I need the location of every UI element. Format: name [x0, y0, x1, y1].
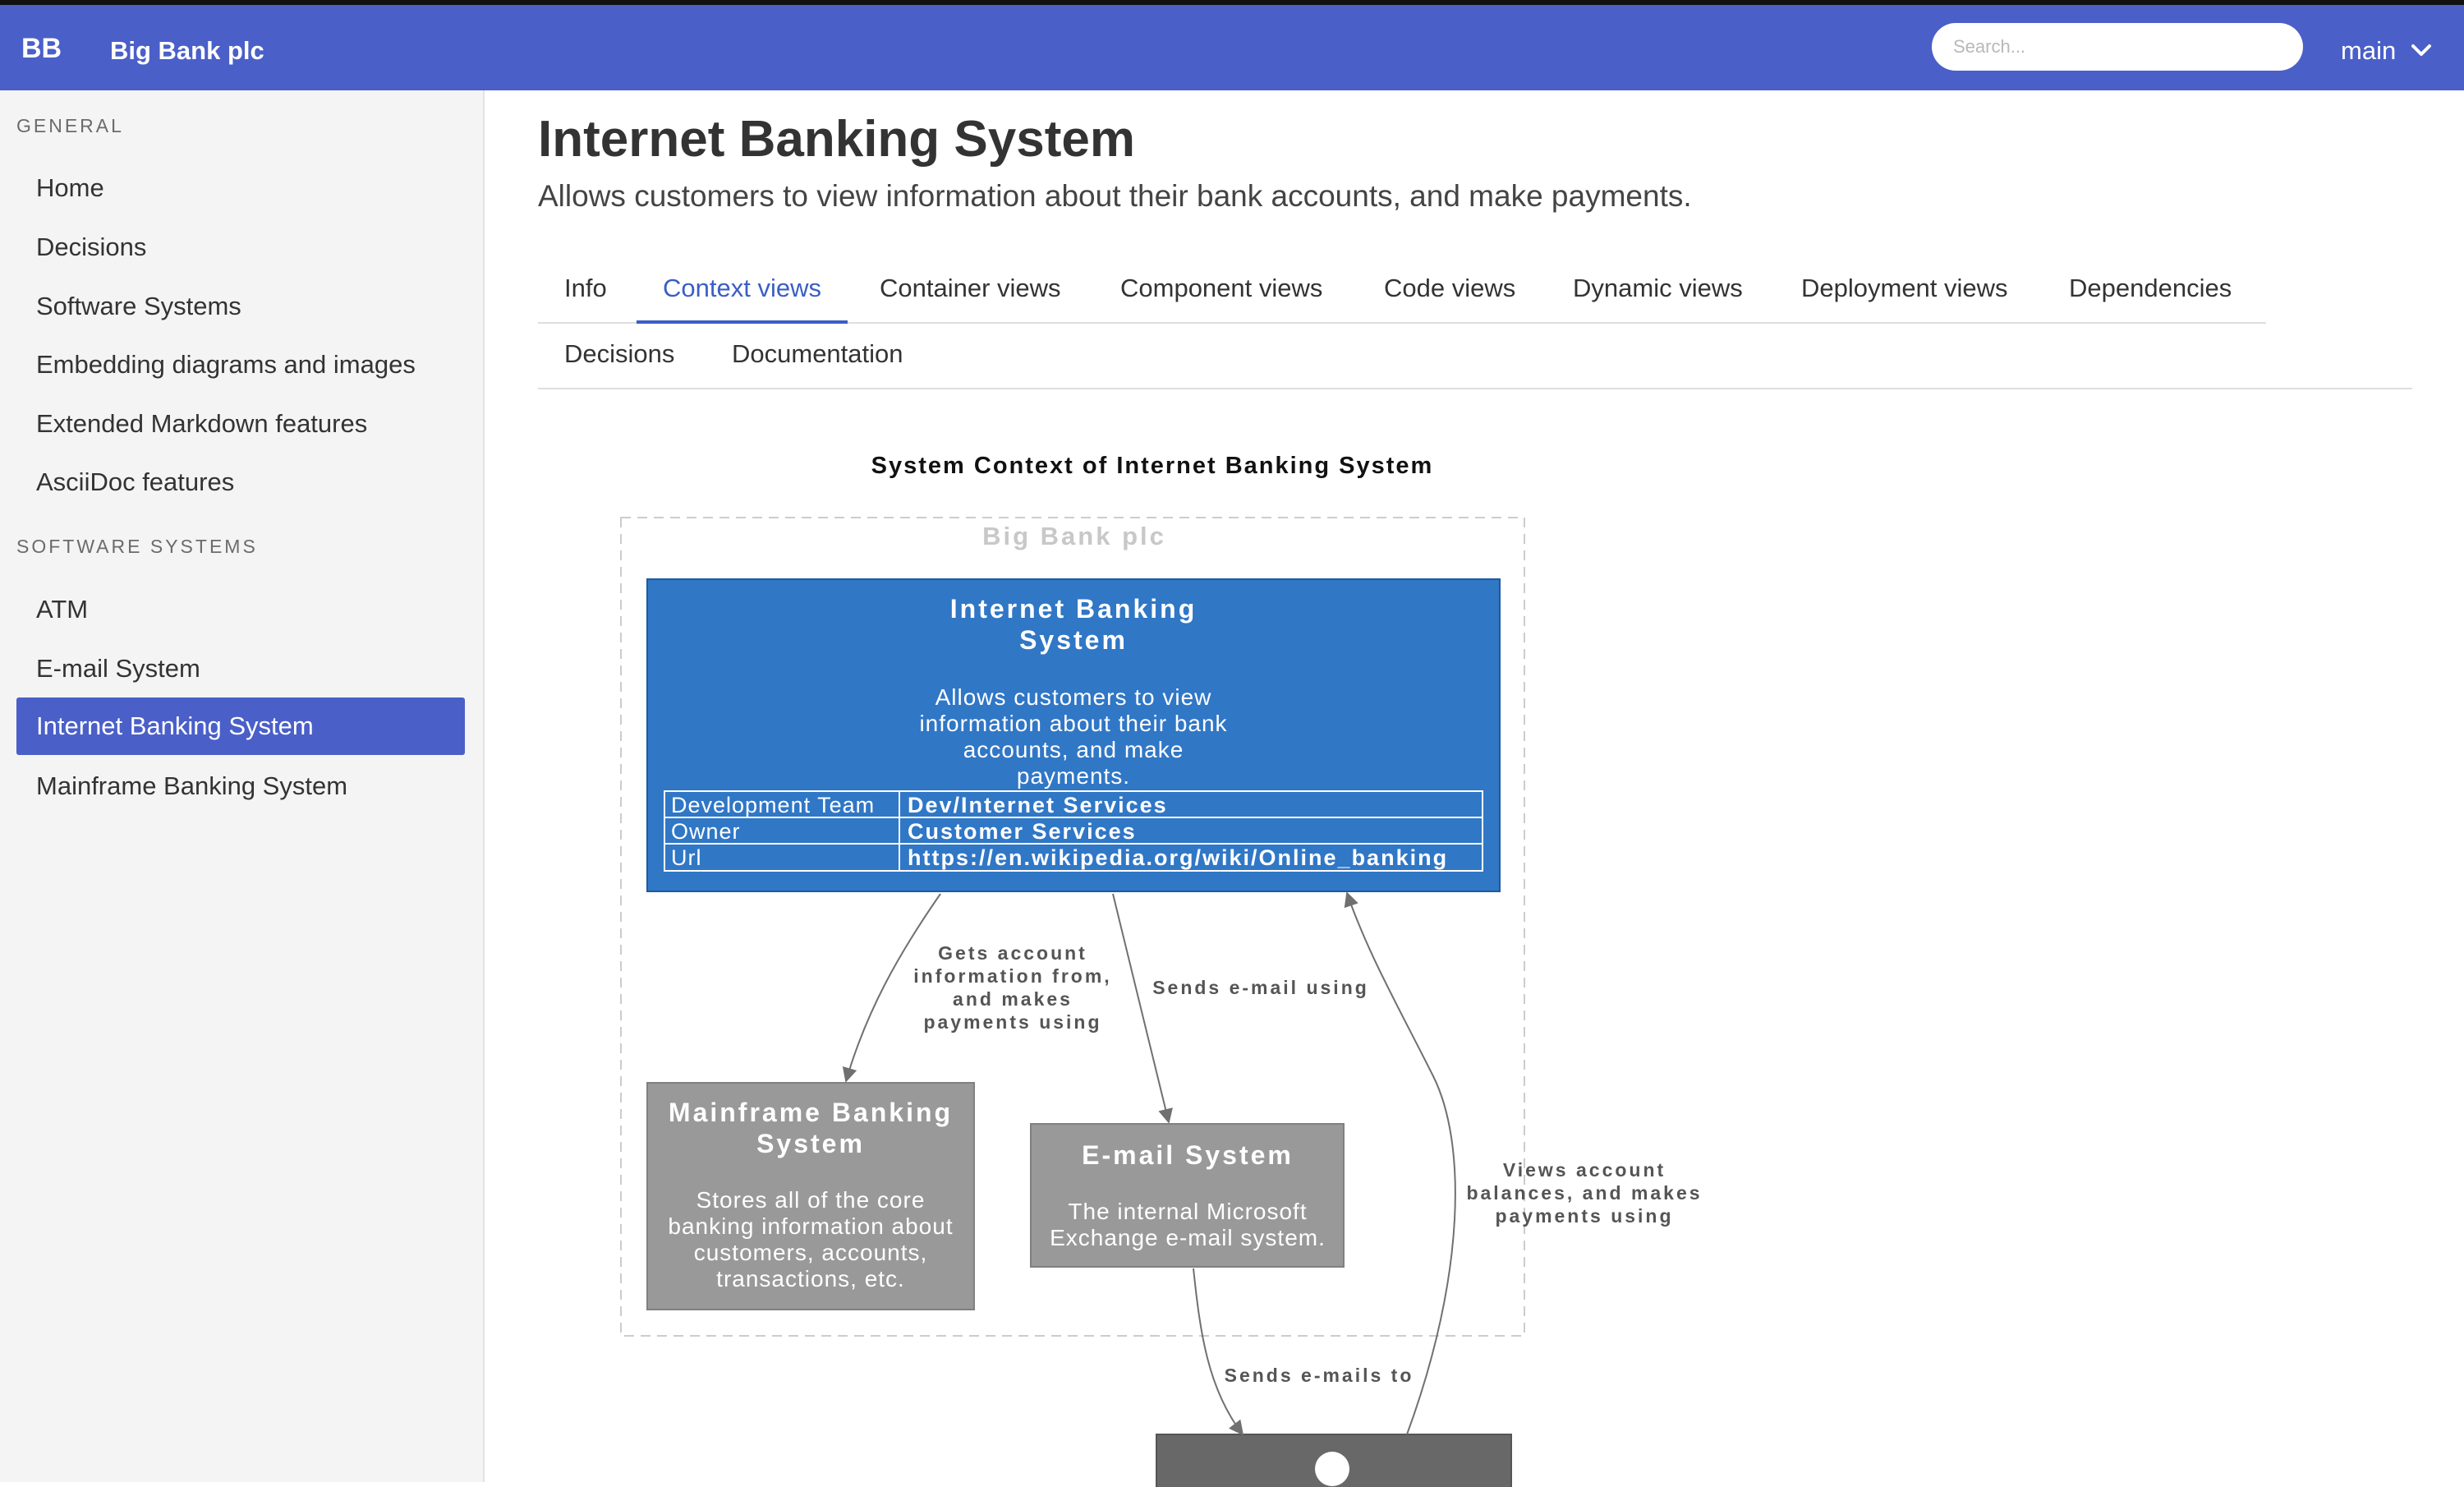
ibs-box-shape	[646, 578, 1501, 892]
ibs-desc-line-2: information about their bank	[919, 711, 1227, 736]
tab-bar-row-2: Decisions Documentation	[538, 322, 2412, 389]
personal-banking-customer-box[interactable]	[1156, 1434, 1512, 1487]
relation-label: payments using	[923, 1011, 1101, 1033]
ibs-name-line-2: System	[1019, 625, 1128, 655]
relation-label: Sends e-mail using	[1152, 977, 1369, 998]
email-desc-line-2: Exchange e-mail system.	[1050, 1225, 1326, 1250]
internet-banking-system-box[interactable]: Internet Banking System Allows customers…	[646, 578, 1501, 892]
email-name: E-mail System	[1082, 1140, 1294, 1170]
tab-dependencies[interactable]: Dependencies	[2069, 274, 2232, 302]
relation-label: Sends e-mails to	[1225, 1365, 1414, 1386]
tab-decisions[interactable]: Decisions	[564, 339, 675, 368]
ibs-desc-line-3: accounts, and make	[963, 737, 1184, 762]
property-key: Owner	[671, 819, 741, 844]
property-value: Customer Services	[908, 819, 1137, 844]
nav-heading-general: GENERAL	[16, 115, 124, 136]
tab-deployment-views[interactable]: Deployment views	[1801, 274, 2008, 302]
property-key: Development Team	[671, 793, 875, 817]
tab-bar: Info Context views Container views Compo…	[538, 256, 2266, 324]
page-title: Internet Banking System	[538, 111, 1135, 168]
relation-arrow-sends-email	[1112, 893, 1173, 1124]
mainframe-desc-line-4: transactions, etc.	[716, 1266, 905, 1291]
sidebar-item-atm[interactable]: ATM	[36, 595, 89, 624]
relation-arrow-gets-account	[842, 893, 941, 1083]
sidebar-item-email-system[interactable]: E-mail System	[36, 654, 200, 683]
top-bar: BB Big Bank plc main	[0, 0, 2464, 90]
context-diagram: System Context of Internet Banking Syste…	[620, 453, 1702, 1487]
sidebar-item-mainframe-banking-system[interactable]: Mainframe Banking System	[36, 771, 348, 800]
tab-context-views[interactable]: Context views	[637, 256, 848, 324]
relation-label: information from,	[913, 965, 1111, 987]
tab-documentation[interactable]: Documentation	[732, 339, 903, 368]
diagram-title: System Context of Internet Banking Syste…	[871, 453, 1434, 479]
relation-arrow-views-account	[1344, 891, 1456, 1435]
sidebar-item-home[interactable]: Home	[36, 173, 104, 202]
tab-code-views[interactable]: Code views	[1384, 274, 1516, 302]
mainframe-desc-line-2: banking information about	[668, 1213, 953, 1239]
sidebar: GENERAL Home Decisions Software Systems …	[0, 90, 485, 1482]
property-value: Dev/Internet Services	[908, 793, 1168, 817]
tab-dynamic-views[interactable]: Dynamic views	[1573, 274, 1743, 302]
email-desc-line-1: The internal Microsoft	[1068, 1199, 1307, 1224]
relation-label: payments using	[1495, 1205, 1673, 1227]
mainframe-desc-line-3: customers, accounts,	[694, 1240, 928, 1265]
person-icon	[1315, 1452, 1349, 1486]
ibs-name-line-1: Internet Banking	[950, 594, 1197, 624]
sidebar-item-internet-banking-system[interactable]: Internet Banking System	[16, 697, 465, 755]
mainframe-desc-line-1: Stores all of the core	[696, 1187, 926, 1213]
email-box-shape	[1030, 1123, 1345, 1268]
ibs-properties-table: Development Team Dev/Internet Services O…	[664, 790, 1483, 872]
sidebar-item-software-systems[interactable]: Software Systems	[36, 292, 241, 320]
mainframe-banking-system-box[interactable]: Mainframe Banking System Stores all of t…	[646, 1082, 975, 1310]
mainframe-name-line-2: System	[756, 1129, 865, 1158]
relation-label: balances, and makes	[1466, 1182, 1702, 1204]
property-value: https://en.wikipedia.org/wiki/Online_ban…	[908, 845, 1448, 870]
sidebar-item-decisions[interactable]: Decisions	[36, 232, 147, 261]
relation-label: and makes	[953, 988, 1073, 1010]
mainframe-name-line-1: Mainframe Banking	[669, 1098, 953, 1127]
brand-name[interactable]: Big Bank plc	[110, 36, 264, 65]
email-system-box[interactable]: E-mail System The internal Microsoft Exc…	[1030, 1123, 1345, 1268]
tab-container-views[interactable]: Container views	[880, 274, 1061, 302]
relation-arrow-sends-emails-to	[1193, 1268, 1244, 1436]
property-key: Url	[671, 845, 702, 870]
properties-table-border	[664, 790, 1483, 872]
relation-label: Views account	[1503, 1159, 1666, 1181]
boundary-label: Big Bank plc	[982, 522, 1166, 550]
tab-info[interactable]: Info	[564, 274, 607, 302]
page-description: Allows customers to view information abo…	[538, 179, 1692, 213]
sidebar-item-asciidoc[interactable]: AsciiDoc features	[36, 467, 235, 496]
chevron-down-icon	[2411, 44, 2432, 56]
branch-label: main	[2341, 36, 2397, 65]
mainframe-box-shape	[646, 1082, 975, 1310]
branch-selector[interactable]: main	[2341, 36, 2432, 66]
search-input[interactable]	[1932, 23, 2303, 71]
sidebar-item-extended-markdown[interactable]: Extended Markdown features	[36, 409, 368, 438]
ibs-desc-line-4: payments.	[1017, 763, 1130, 789]
nav-heading-software-systems: SOFTWARE SYSTEMS	[16, 536, 258, 557]
relation-label: Gets account	[938, 942, 1087, 964]
sidebar-item-embedding-diagrams[interactable]: Embedding diagrams and images	[36, 350, 416, 379]
ibs-desc-line-1: Allows customers to view	[935, 684, 1212, 710]
tab-component-views[interactable]: Component views	[1120, 274, 1323, 302]
big-bank-boundary	[620, 517, 1525, 1337]
brand-logo[interactable]: BB	[21, 33, 62, 64]
